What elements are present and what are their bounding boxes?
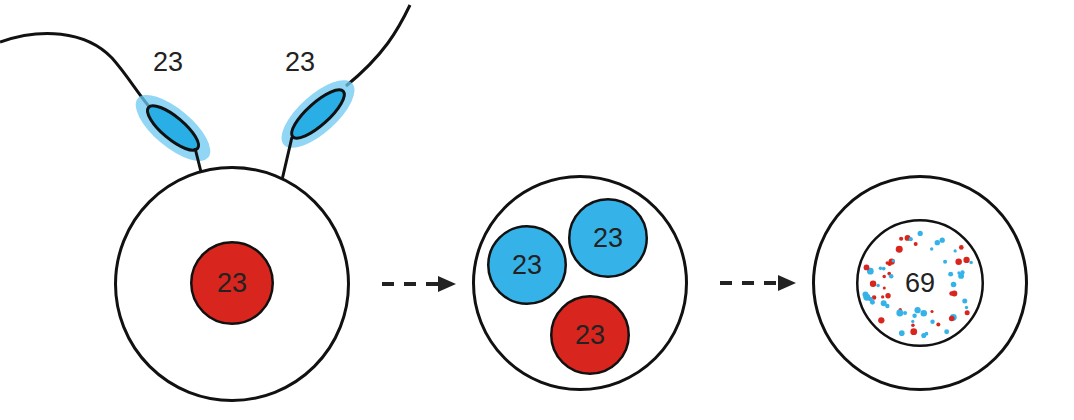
triploid-cell: 69 — [812, 175, 1028, 391]
chromosome-count: 69 — [905, 270, 935, 297]
chromatin-dot — [948, 272, 953, 277]
sperm-tail — [346, 5, 410, 86]
chromosome-count: 23 — [512, 252, 542, 279]
egg-pronucleus-circle — [191, 242, 273, 324]
sperm-pronucleus: 23 — [487, 225, 567, 305]
chromatin-dot — [969, 261, 973, 265]
dashed-arrow — [382, 276, 456, 292]
chromatin-dot — [878, 317, 884, 323]
chromatin-dot — [930, 247, 933, 250]
triploid-nucleus-circle — [857, 220, 983, 346]
egg-pronucleus: 23 — [190, 241, 274, 325]
chromatin-dot — [882, 275, 886, 279]
chromatin-dot — [957, 271, 960, 274]
chromatin-dot — [892, 259, 895, 262]
chromatin-dot — [914, 242, 918, 246]
chromatin-dot — [951, 282, 957, 288]
chromatin-dot — [896, 310, 903, 317]
sperm-tail — [0, 34, 152, 110]
chromatin-dot — [921, 310, 927, 316]
left-sperm — [0, 34, 220, 173]
dashed-arrow — [720, 275, 796, 291]
sperm-halo — [271, 69, 365, 159]
chromatin-dot — [910, 328, 917, 335]
sperm-pronucleus: 23 — [568, 198, 648, 278]
chromatin-dot — [959, 245, 964, 250]
chromatin-dot — [930, 310, 933, 313]
egg-cell-circle — [116, 168, 349, 401]
arrow-head — [778, 275, 796, 291]
egg-pronucleus: 23 — [550, 295, 630, 375]
chromatin-dot — [944, 329, 949, 334]
triploid-nucleus: 69 — [856, 219, 984, 347]
chromatin-dot — [912, 314, 916, 318]
chromatin-dot — [965, 310, 970, 315]
chromatin-dot — [903, 311, 907, 315]
chromatin-dot — [896, 246, 903, 253]
chromatin-dot — [962, 298, 967, 303]
egg-pronucleus-circle — [551, 296, 629, 374]
chromosome-count: 23 — [593, 225, 623, 252]
chromosome-count: 23 — [575, 322, 605, 349]
arrow-head — [438, 276, 456, 292]
sperm-neck — [195, 148, 201, 172]
chromatin-dot — [930, 320, 934, 324]
chromatin-dot — [936, 323, 940, 327]
chromosome-count: 23 — [217, 270, 247, 297]
sperm-pronucleus-circle — [488, 226, 566, 304]
sperm-halo — [126, 84, 221, 172]
chromatin-dot — [864, 265, 870, 271]
chromosome-count: 23 — [153, 49, 183, 76]
chromatin-dot — [925, 332, 929, 336]
chromatin-dot — [899, 330, 905, 336]
chromatin-dot — [909, 237, 913, 241]
right-sperm — [271, 5, 410, 180]
arrow-shaft — [382, 282, 438, 286]
chromatin-dot — [963, 257, 969, 263]
chromatin-dot — [899, 237, 903, 241]
chromatin-dot — [965, 306, 968, 309]
triploid-cell-circle — [814, 177, 1027, 390]
chromatin-dot — [955, 259, 961, 265]
chromatin-dot — [949, 316, 955, 322]
zygote-cell: 23 23 23 — [472, 175, 688, 391]
chromatin-dot — [889, 274, 894, 279]
chromatin-dot — [911, 320, 914, 323]
chromatin-dot — [949, 291, 954, 296]
chromatin-dot — [886, 261, 890, 265]
chromatin-dot — [883, 286, 886, 289]
chromatin-dot — [885, 304, 889, 308]
chromatin-dot — [935, 240, 940, 245]
chromatin-dot — [914, 307, 920, 313]
chromatin-dot — [960, 270, 964, 274]
chromatin-dot — [881, 295, 884, 298]
chromatin-dot — [943, 260, 947, 264]
chromatin-dot — [940, 237, 945, 242]
sperm-head — [285, 83, 350, 145]
egg-cell: 23 — [114, 166, 350, 402]
chromatin-dot — [863, 292, 869, 298]
chromatin-dot — [918, 231, 923, 236]
arrow-shaft — [720, 281, 778, 285]
chromatin-dot — [889, 258, 895, 264]
sperm-pronucleus-circle — [569, 199, 647, 277]
chromatin-dot — [876, 284, 880, 288]
chromosome-count: 23 — [285, 49, 315, 76]
chromatin-dot — [870, 280, 876, 286]
chromatin-dot — [879, 267, 883, 271]
zygote-cell-circle — [474, 177, 687, 390]
chromatin-dot — [954, 249, 957, 252]
chromatin-dot — [868, 297, 873, 302]
chromatin-dot — [882, 267, 886, 271]
chromatin-dot — [911, 323, 915, 327]
sperm-neck — [282, 137, 292, 180]
chromatin-dot — [885, 293, 890, 298]
